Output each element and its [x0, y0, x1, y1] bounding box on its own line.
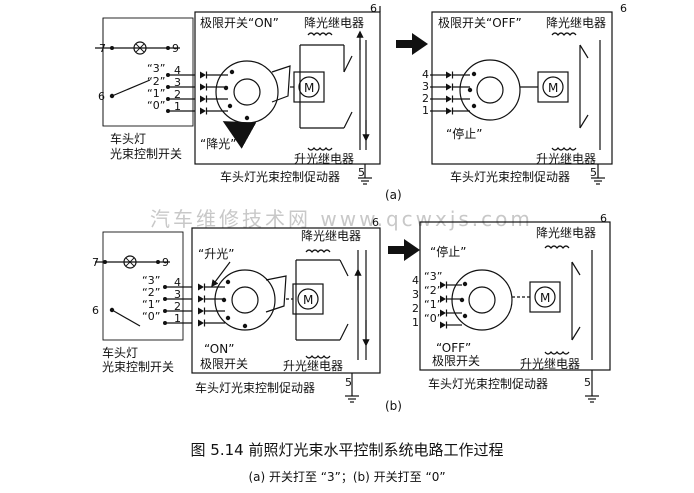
- pos-2-a: “2”: [147, 75, 165, 88]
- pos-3-a: “3”: [147, 62, 165, 75]
- pos-1-b: “1”: [142, 298, 160, 311]
- terminal-9-b: 9: [162, 256, 169, 269]
- actuator-label-a: 车头灯光束控制促动器: [220, 169, 340, 184]
- raise-relay-label-a: 升光继电器: [294, 152, 354, 166]
- motor-label-a2: M: [548, 81, 558, 95]
- terminal-1-a2: 1: [422, 104, 429, 117]
- limit-on-label-a: 极限开关“ON”: [200, 16, 279, 30]
- actuator-box-a: [194, 11, 381, 165]
- terminal-4-b: 4: [174, 276, 181, 289]
- terminal-5-a2: 5: [590, 166, 597, 179]
- terminal-5-b2: 5: [584, 376, 591, 389]
- raise-relay-coil-a: [307, 147, 333, 151]
- terminal-1-b: 1: [174, 312, 181, 325]
- pos-0-b2: “0”: [424, 312, 442, 325]
- headlamp-switch-label2-a: 光束控制开关: [110, 147, 182, 161]
- pos-2-b2: “2”: [424, 284, 442, 297]
- stop-label-a2: “停止”: [446, 126, 482, 141]
- dim-relay-coil-a: [307, 32, 333, 36]
- raise-relay-label-b: 升光继电器: [283, 359, 343, 373]
- terminal-6-a: 6: [370, 2, 377, 15]
- limit-switch-label-b2: 极限开关: [432, 354, 480, 368]
- raise-label-b: “升光”: [198, 247, 234, 261]
- stop-label-b2: “停止”: [430, 244, 466, 259]
- lamp-icon-b: [123, 255, 137, 269]
- limit-cam-a2: [459, 59, 521, 121]
- subfigure-b-label: (b): [385, 399, 402, 413]
- terminal-3-a: 3: [174, 76, 181, 89]
- actuator-box-a2: [431, 11, 613, 165]
- actuator-label-b: 车头灯光束控制促动器: [195, 380, 315, 395]
- terminal-7-a: 7: [99, 42, 106, 55]
- dim-relay-label-b2: 降光继电器: [536, 226, 596, 240]
- lower-label-a: “降光”: [200, 137, 236, 151]
- panel-b: 7 9 6 “3” “2” “1” “0” 车头灯 光束控制开关 降光继电器 6…: [92, 216, 381, 403]
- terminal-2-b: 2: [174, 300, 181, 313]
- motor-label-b: M: [303, 293, 313, 307]
- raise-relay-label-a2: 升光继电器: [536, 152, 596, 166]
- headlamp-switch-label-b: 车头灯: [102, 345, 138, 360]
- limit-off-label-a2: 极限开关“OFF”: [438, 16, 522, 30]
- transition-arrow-b: [388, 239, 420, 261]
- dim-relay-label-b: 降光继电器: [301, 229, 361, 243]
- transition-arrow-a: [396, 33, 428, 55]
- terminal-3-b2: 3: [412, 288, 419, 301]
- terminal-6-a2: 6: [620, 2, 627, 15]
- limit-cam-b2: [451, 269, 513, 331]
- panel-a: 7 9 6 “3” “2” “1” “0” 车头灯 光束控制开关 极限开关“ON…: [95, 2, 381, 185]
- terminal-1-b2: 1: [412, 316, 419, 329]
- switch-lever-b: [111, 309, 141, 327]
- terminal-4-a: 4: [174, 64, 181, 77]
- terminal-4-b2: 4: [412, 274, 419, 287]
- limit-switch-label-b: 极限开关: [200, 357, 248, 371]
- terminal-4-a2: 4: [422, 68, 429, 81]
- switch-lever: [111, 79, 151, 97]
- terminal-2-b2: 2: [412, 302, 419, 315]
- off-label-b2: “OFF”: [436, 341, 471, 355]
- terminal-2-a: 2: [174, 88, 181, 101]
- pos-0-b: “0”: [142, 310, 160, 323]
- terminal-1-a: 1: [174, 100, 181, 113]
- terminal-5-a: 5: [358, 166, 365, 179]
- limit-cam-b: [214, 269, 276, 331]
- limit-cam-a: [215, 60, 279, 124]
- dim-relay-label-a: 降光继电器: [304, 16, 364, 30]
- terminal-6-b2: 6: [600, 212, 607, 225]
- terminal-5-b: 5: [345, 376, 352, 389]
- pos-2-b: “2”: [142, 286, 160, 299]
- figure-subcaption: (a) 开关打至 “3”；(b) 开关打至 “0”: [248, 470, 445, 484]
- watermark: 汽车维修技术网 www.qcwxjs.com: [150, 207, 533, 231]
- lamp-icon: [133, 41, 147, 55]
- terminal-3-a2: 3: [422, 80, 429, 93]
- dim-relay-label-a2: 降光继电器: [546, 16, 606, 30]
- motor-label-b2: M: [540, 291, 550, 305]
- terminal-7-b: 7: [92, 256, 99, 269]
- headlamp-switch-label-a: 车头灯: [110, 131, 146, 146]
- pos-1-b2: “1”: [424, 298, 442, 311]
- actuator-label-a2: 车头灯光束控制促动器: [450, 169, 570, 184]
- panel-a2: 极限开关“OFF” 降光继电器 6 5 4 3 2 1 M: [422, 2, 627, 185]
- motor-label-a: M: [304, 81, 314, 95]
- terminal-2-a2: 2: [422, 92, 429, 105]
- actuator-box-b: [191, 227, 381, 374]
- terminal-9-a: 9: [172, 42, 179, 55]
- panel-b2: “停止” 降光继电器 6 5 4 3 2 1 “3” “2” “1” “0” M: [412, 212, 611, 403]
- pos-0-a: “0”: [147, 99, 165, 112]
- actuator-label-b2: 车头灯光束控制促动器: [428, 376, 548, 391]
- pos-1-a: “1”: [147, 87, 165, 100]
- raise-relay-label-b2: 升光继电器: [520, 357, 580, 371]
- on-label-b: “ON”: [204, 342, 234, 356]
- terminal-6-left-a: 6: [98, 90, 105, 103]
- pos-3-b: “3”: [142, 274, 160, 287]
- pos-3-b2: “3”: [424, 270, 442, 283]
- headlamp-switch-a: [95, 17, 195, 127]
- figure-caption: 图 5.14 前照灯光束水平控制系统电路工作过程: [191, 441, 504, 459]
- headlamp-switch-label2-b: 光束控制开关: [102, 360, 174, 374]
- subfigure-a-label: (a): [385, 188, 402, 202]
- actuator-box-b2: [419, 221, 611, 371]
- terminal-6-b: 6: [372, 216, 379, 229]
- terminal-6-left-b: 6: [92, 304, 99, 317]
- terminal-3-b: 3: [174, 288, 181, 301]
